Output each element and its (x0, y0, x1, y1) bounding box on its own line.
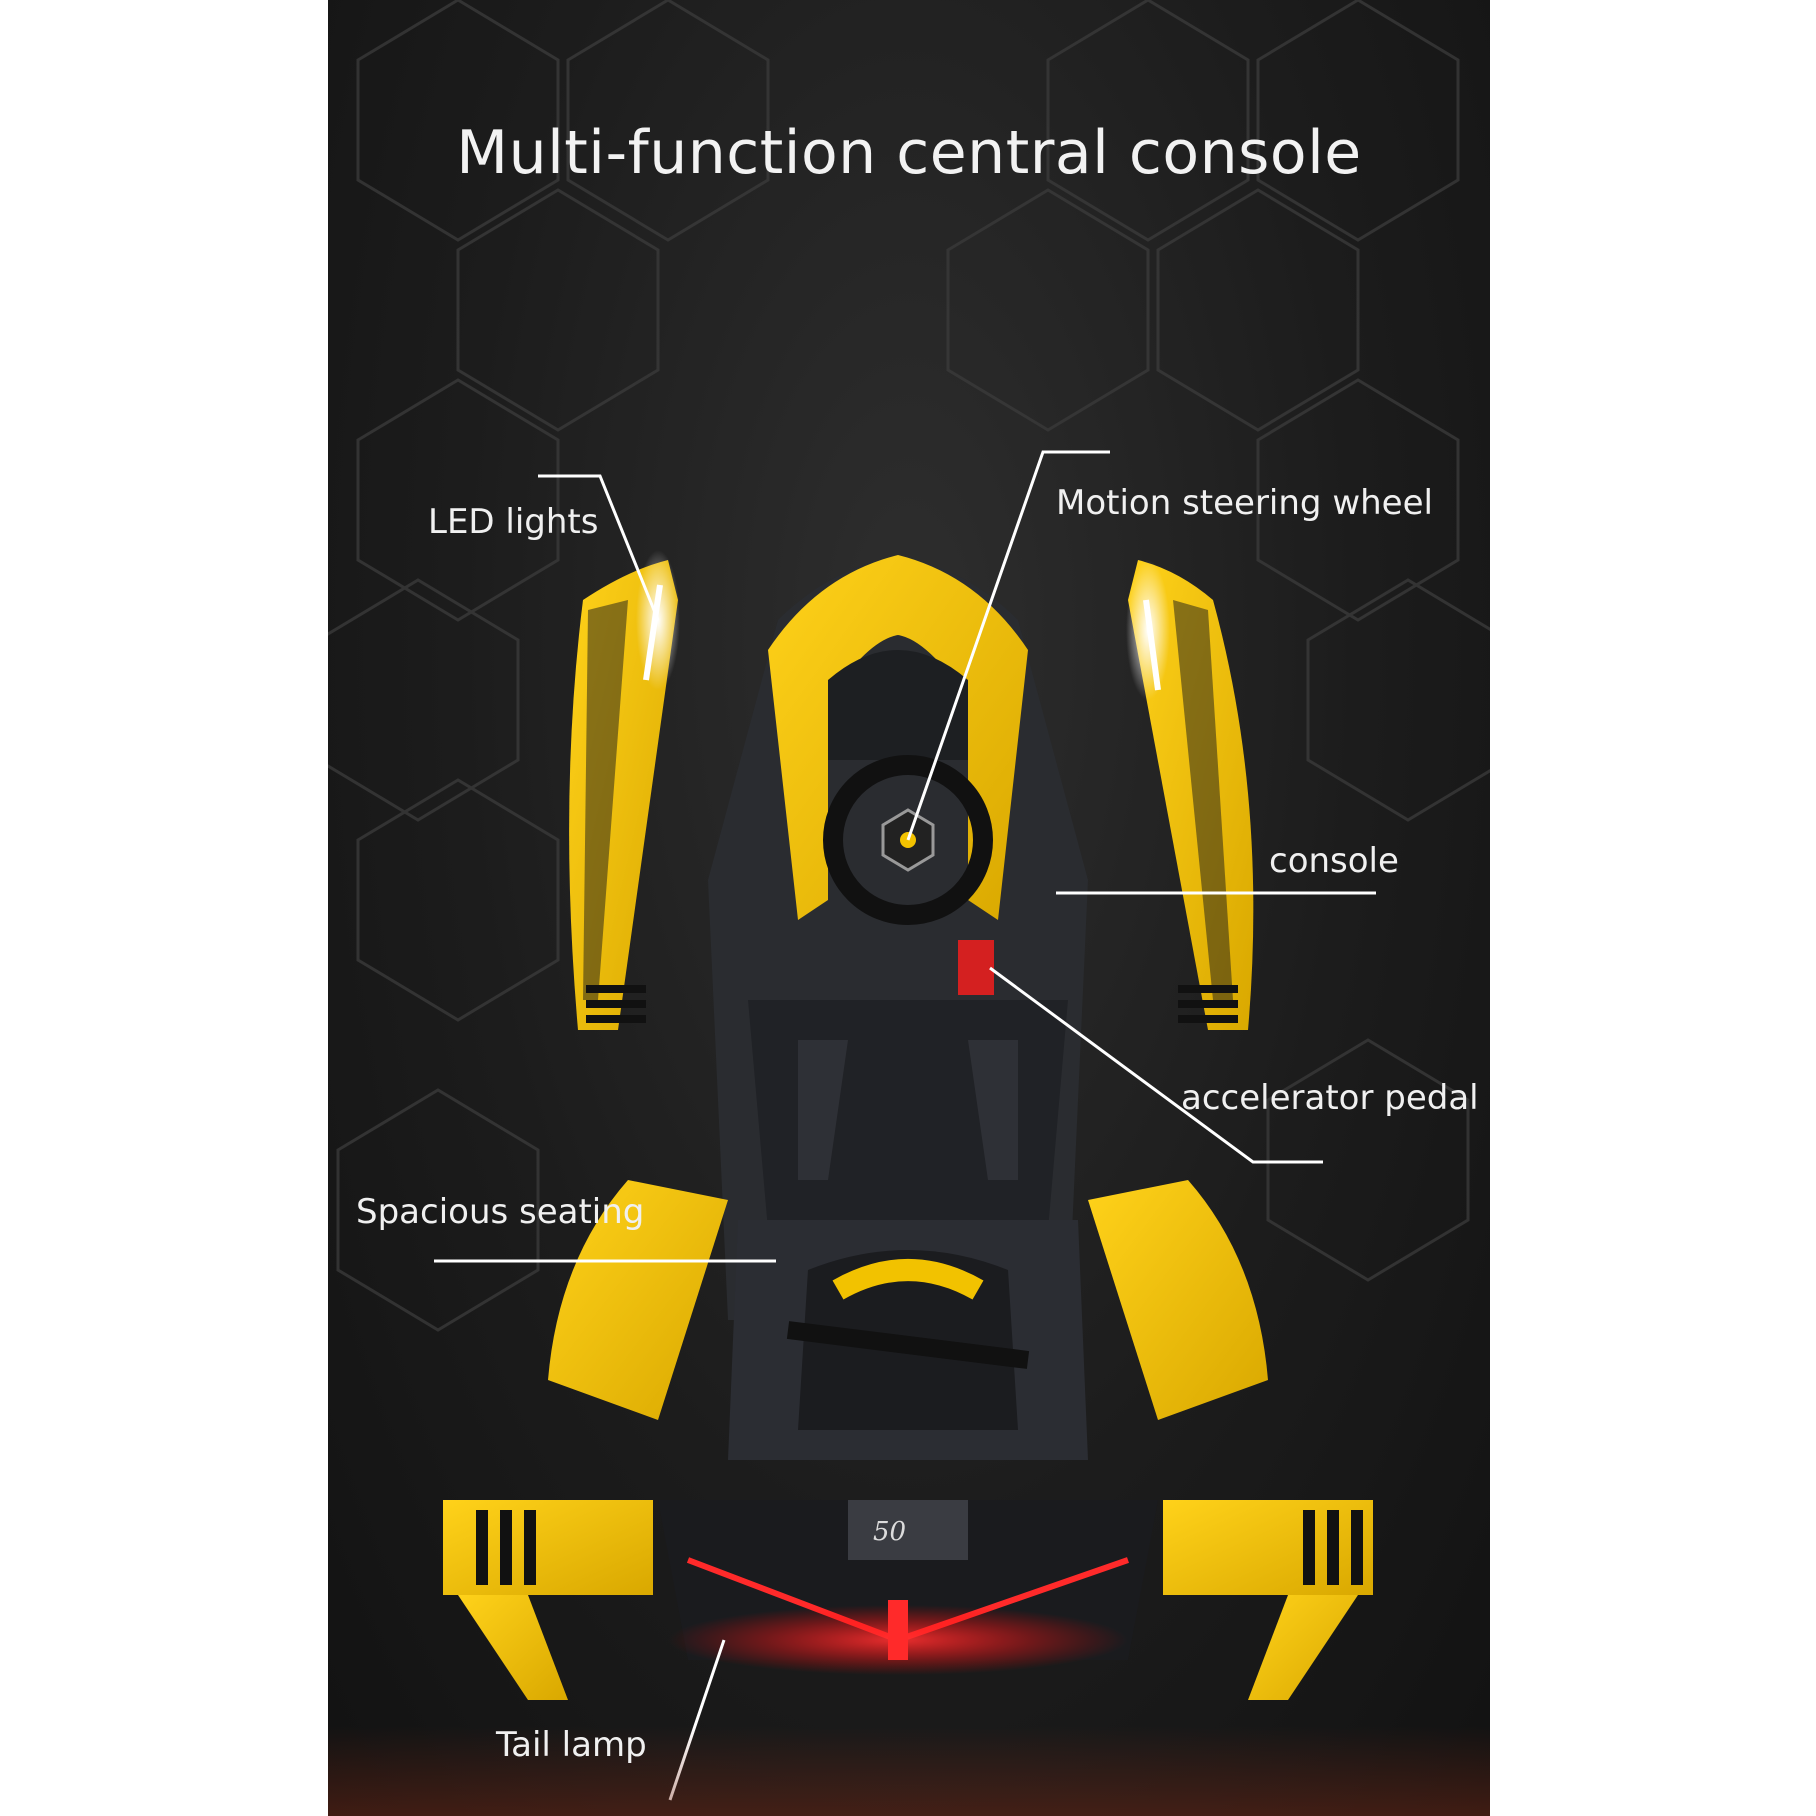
led-lights-line (538, 474, 660, 621)
callout-lines (434, 450, 1376, 1801)
accelerator-pedal (958, 940, 994, 995)
console-label: console (1269, 841, 1399, 881)
steering-wheel-label: Motion steering wheel (1056, 483, 1433, 523)
led-lights-label: LED lights (428, 502, 599, 542)
right-door (1126, 560, 1254, 1030)
rear-fenders (443, 1180, 1373, 1700)
accelerator-line (989, 966, 1323, 1164)
steering-wheel-line (906, 450, 1110, 841)
rear-diffuser: 50 (658, 1500, 1158, 1675)
accelerator-pedal-label: accelerator pedal (1181, 1078, 1479, 1118)
hexagon-wall-pattern (328, 0, 1490, 1332)
car-body (708, 555, 1088, 1460)
page-title: Multi-function central console (456, 118, 1362, 188)
tail-lamp-label: Tail lamp (496, 1725, 647, 1765)
product-image-panel: 50 Multi-function central console LED li… (328, 0, 1490, 1816)
tail-lamp-line (668, 1639, 726, 1801)
steering-wheel-icon (823, 755, 993, 925)
spacious-seating-label: Spacious seating (356, 1192, 645, 1232)
car-illustration: 50 (328, 0, 1490, 1801)
badge-50: 50 (873, 1517, 906, 1547)
left-door (569, 550, 680, 1030)
bottom-glow (328, 1726, 1490, 1816)
